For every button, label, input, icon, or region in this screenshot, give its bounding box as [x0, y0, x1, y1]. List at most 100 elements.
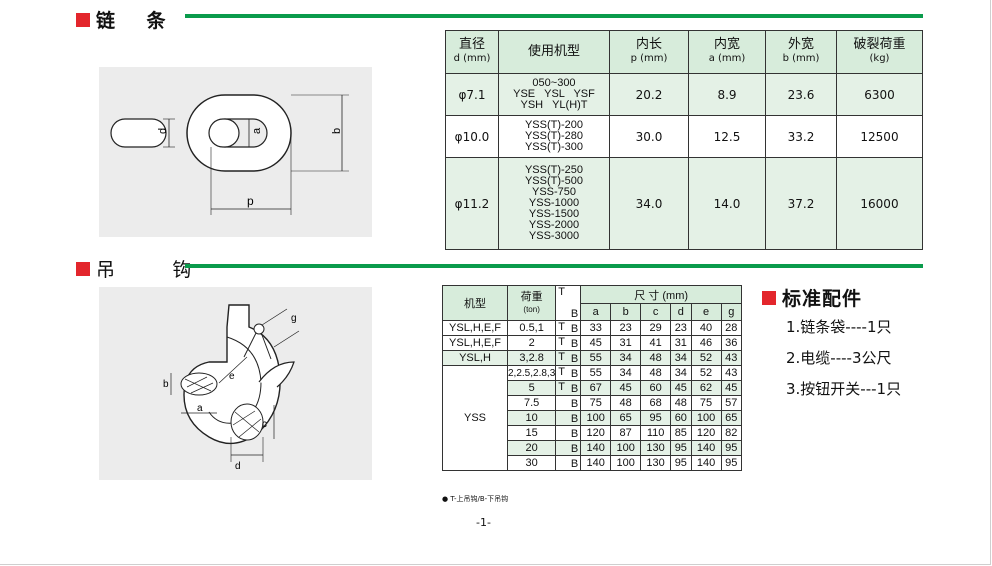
table-row: φ7.1 050~300 YSE YSL YSF YSH YL(H)T 20.2… [445, 73, 923, 116]
hook-cell-b: 100 [610, 455, 642, 471]
hook-cell-a: 140 [580, 455, 612, 471]
hook-cell-c: 48 [640, 350, 672, 366]
hook-cell-b: 34 [610, 350, 642, 366]
hook-cell-a: 100 [580, 410, 612, 426]
hook-cell-g: 57 [720, 395, 742, 411]
hook-cell-e: 120 [690, 425, 722, 441]
chain-cell-dia: φ7.1 [445, 73, 499, 116]
hook-th-c: c [640, 303, 672, 321]
hook-cell-e: 62 [690, 380, 722, 396]
hook-cell-c: 41 [640, 335, 672, 351]
hook-cell-d: 95 [670, 455, 692, 471]
hook-th-dims: 尺 寸 (mm) [580, 285, 742, 304]
chain-cell-b: 23.6 [765, 73, 837, 116]
chain-th-models: 使用机型 [498, 30, 610, 74]
hook-cell-d: 45 [670, 380, 692, 396]
chain-label-p: p [247, 194, 254, 208]
hook-label-c: c [262, 419, 267, 430]
chain-cell-a: 8.9 [688, 73, 766, 116]
hook-cell-d: 60 [670, 410, 692, 426]
hook-cell-c: 130 [640, 455, 672, 471]
hook-cell-g: 65 [720, 410, 742, 426]
hook-cell-load: 2 [506, 335, 557, 351]
hook-cell-b: 45 [610, 380, 642, 396]
hook-label-d: d [235, 461, 241, 472]
list-item: 3.按钮开关---1只 [786, 380, 902, 398]
hook-cell-g: 45 [720, 380, 742, 396]
hook-th-tb: T B [555, 285, 582, 321]
hook-cell-load: 2,2.5,2.8,3 [506, 365, 557, 381]
hook-cell-c: 48 [640, 365, 672, 381]
hook-cell-d: 23 [670, 320, 692, 336]
hook-section-title: 吊 钩 [96, 259, 193, 281]
accessories-header: 标准配件 [762, 284, 862, 311]
hook-cell-load: 30 [506, 455, 557, 471]
hook-cell-g: 82 [720, 425, 742, 441]
chain-cell-models: YSS(T)-250 YSS(T)-500 YSS-750 YSS-1000 Y… [498, 157, 610, 250]
chain-cell-p: 30.0 [609, 115, 689, 158]
hook-spec-table: 机型 荷重(ton) T B 尺 寸 (mm) a b c d e g YSL,… [442, 285, 742, 471]
hook-cell-b: 48 [610, 395, 642, 411]
hook-cell-g: 95 [720, 440, 742, 456]
hook-label-e: e [229, 371, 235, 382]
hook-cell-b: 31 [610, 335, 642, 351]
hook-cell-c: 68 [640, 395, 672, 411]
hook-cell-e: 40 [690, 320, 722, 336]
chain-figure: d a b p [99, 67, 372, 237]
hook-cell-g: 43 [720, 350, 742, 366]
hook-cell-d: 34 [670, 365, 692, 381]
chain-cell-a: 14.0 [688, 157, 766, 250]
hook-cell-e: 100 [690, 410, 722, 426]
hook-cell-a: 33 [580, 320, 612, 336]
hook-cell-load: 7.5 [506, 395, 557, 411]
hook-cell-model: YSL,H,E,F [442, 335, 508, 351]
hook-cell-c: 29 [640, 320, 672, 336]
hook-cell-d: 95 [670, 440, 692, 456]
chain-section-rule [185, 14, 923, 18]
hook-cell-d: 34 [670, 350, 692, 366]
hook-cell-b: 23 [610, 320, 642, 336]
hook-cell-tb: B [555, 410, 582, 426]
hook-th-d: d [670, 303, 692, 321]
hook-cell-a: 45 [580, 335, 612, 351]
table-row: φ11.2 YSS(T)-250 YSS(T)-500 YSS-750 YSS-… [445, 157, 923, 250]
hook-cell-d: 31 [670, 335, 692, 351]
red-square-icon [76, 261, 90, 276]
hook-cell-load: 0.5,1 [506, 320, 557, 336]
hook-cell-d: 85 [670, 425, 692, 441]
hook-cell-load: 5 [506, 380, 557, 396]
chain-cell-p: 34.0 [609, 157, 689, 250]
chain-label-b: b [331, 128, 343, 134]
hook-cell-e: 140 [690, 455, 722, 471]
hook-cell-a: 67 [580, 380, 612, 396]
accessories-list: 1.链条袋----1只 2.电缆----3公尺 3.按钮开关---1只 [786, 316, 901, 409]
hook-cell-g: 36 [720, 335, 742, 351]
hook-th-b: b [610, 303, 642, 321]
chain-cell-b: 33.2 [765, 115, 837, 158]
chain-diagram: d a b p [110, 94, 349, 215]
hook-cell-b: 34 [610, 365, 642, 381]
hook-cell-model: YSL,H,E,F [442, 320, 508, 336]
chain-cell-dia: φ11.2 [445, 157, 499, 250]
hook-cell-e: 75 [690, 395, 722, 411]
hook-th-model: 机型 [442, 285, 508, 321]
chain-cell-models: YSS(T)-200 YSS(T)-280 YSS(T)-300 [498, 115, 610, 158]
table-row: φ10.0 YSS(T)-200 YSS(T)-280 YSS(T)-300 3… [445, 115, 923, 158]
chain-cell-models: 050~300 YSE YSL YSF YSH YL(H)T [498, 73, 610, 116]
hook-th-load: 荷重(ton) [506, 285, 557, 321]
hook-label-a: a [197, 403, 203, 414]
hook-cell-e: 52 [690, 365, 722, 381]
hook-cell-a: 55 [580, 365, 612, 381]
list-item: 1.链条袋----1只 [786, 318, 892, 336]
